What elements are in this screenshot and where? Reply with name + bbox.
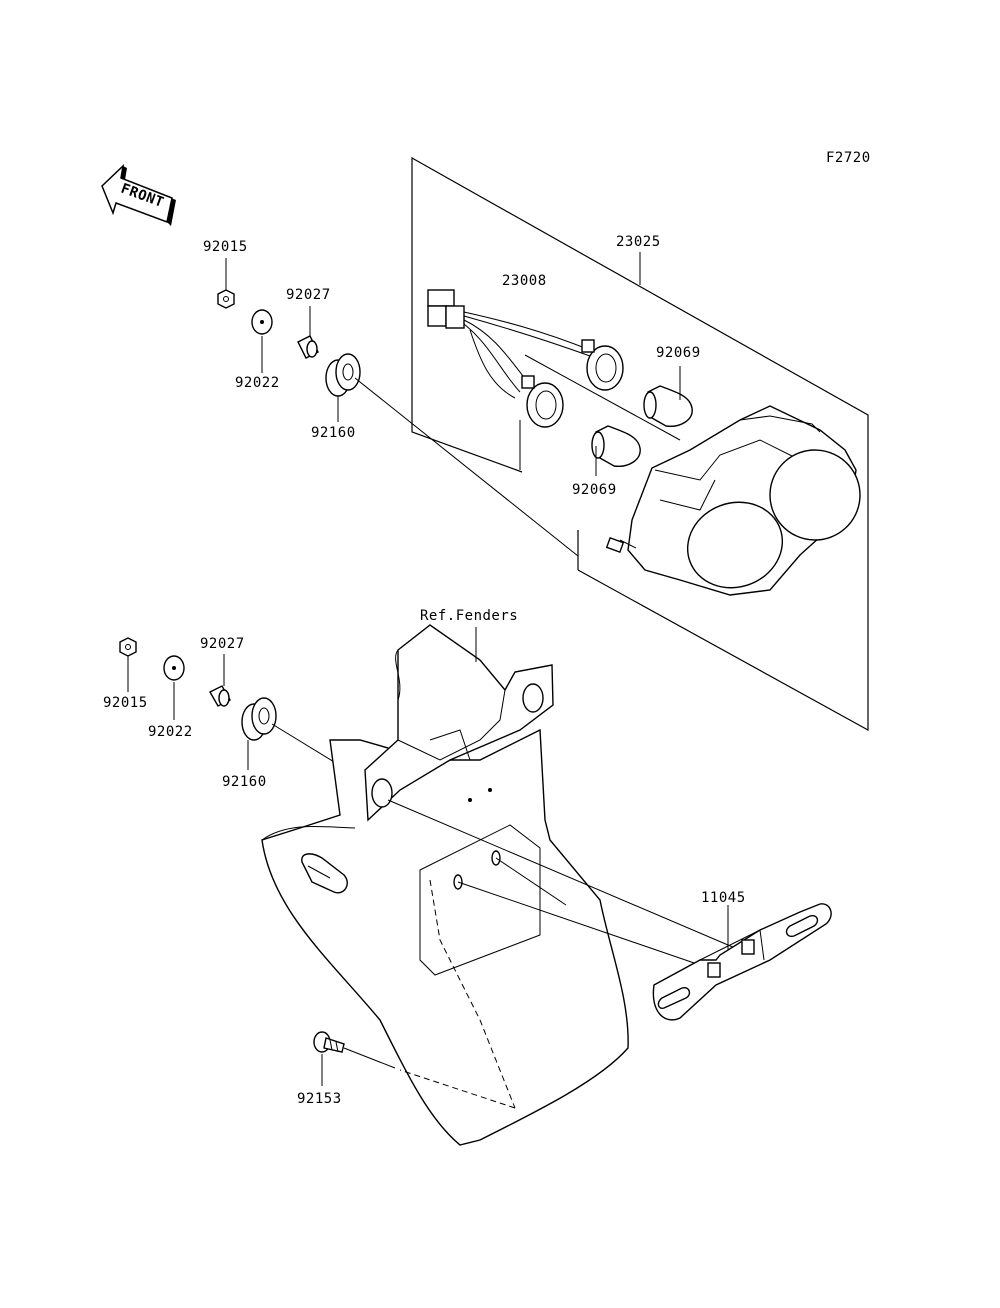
label-92027-top: 92027 — [286, 287, 331, 303]
label-23008: 23008 — [502, 273, 547, 289]
label-92022-top: 92022 — [235, 375, 280, 391]
nut-bottom — [119, 637, 137, 657]
damper-top — [325, 353, 361, 397]
label-92027-bottom: 92027 — [200, 636, 245, 652]
nut-top — [217, 289, 235, 309]
label-92153: 92153 — [297, 1091, 342, 1107]
washer-bottom — [163, 655, 185, 681]
collar-bottom — [209, 685, 231, 707]
label-92069-upper: 92069 — [656, 345, 701, 361]
socket-harness — [427, 289, 624, 428]
fender-bracket — [364, 624, 554, 822]
bulb-lower — [591, 425, 641, 467]
leader-assembly — [524, 354, 681, 441]
fender-break-line — [395, 649, 401, 701]
label-92022-bottom: 92022 — [148, 724, 193, 740]
label-92160-bottom: 92160 — [222, 774, 267, 790]
bulb-upper — [643, 385, 693, 427]
bolt — [313, 1031, 345, 1053]
label-92069-lower: 92069 — [572, 482, 617, 498]
label-92160-top: 92160 — [311, 425, 356, 441]
damper-bottom — [241, 697, 277, 741]
label-92015-bottom: 92015 — [103, 695, 148, 711]
tail-lamp-housing — [605, 405, 861, 596]
figure-code: F2720 — [826, 150, 871, 166]
license-bracket — [652, 903, 832, 1021]
collar-top — [297, 335, 319, 359]
front-arrow-icon: FRONT — [101, 163, 176, 226]
label-23025: 23025 — [616, 234, 661, 250]
rear-fender — [261, 728, 629, 1146]
label-92015-top: 92015 — [203, 239, 248, 255]
label-ref-fenders: Ref.Fenders — [420, 608, 518, 624]
label-11045: 11045 — [701, 890, 746, 906]
washer-top — [251, 309, 273, 335]
